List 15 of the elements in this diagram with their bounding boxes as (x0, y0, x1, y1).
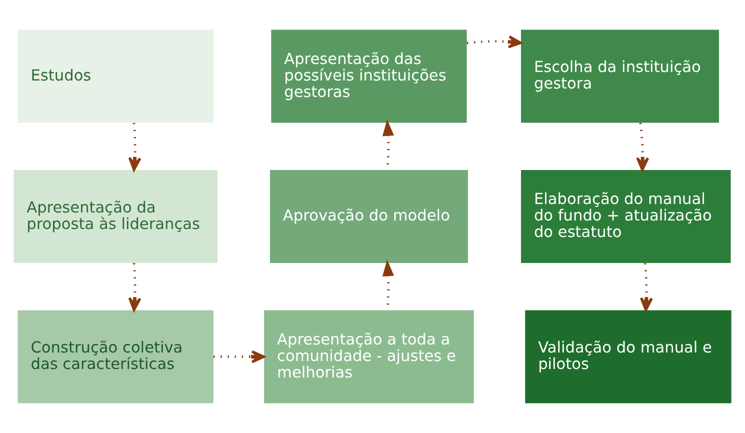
arrow (466, 35, 522, 48)
node-box: Validação do manual e pilotos (525, 310, 732, 404)
arrow (128, 122, 142, 172)
node-box: Estudos (18, 30, 214, 123)
arrow (214, 350, 266, 364)
arrow (636, 122, 650, 172)
node-box: Apresentação das possíveis instituições gestoras (271, 30, 467, 123)
arrow (128, 263, 142, 312)
node-box: Apresentação da proposta às lideranças (14, 170, 218, 264)
arrow (640, 263, 653, 312)
node-box: Elaboração do manual do fundo + atualização do estatuto (520, 170, 731, 264)
node-box: Apresentação a toda a comunidade - ajustes e melhorias (264, 310, 474, 404)
node-box: Aprovação do modelo (270, 170, 468, 264)
node-box: Escolha da instituição gestora (520, 30, 719, 123)
node-box: Construção coletiva das características (18, 310, 214, 404)
